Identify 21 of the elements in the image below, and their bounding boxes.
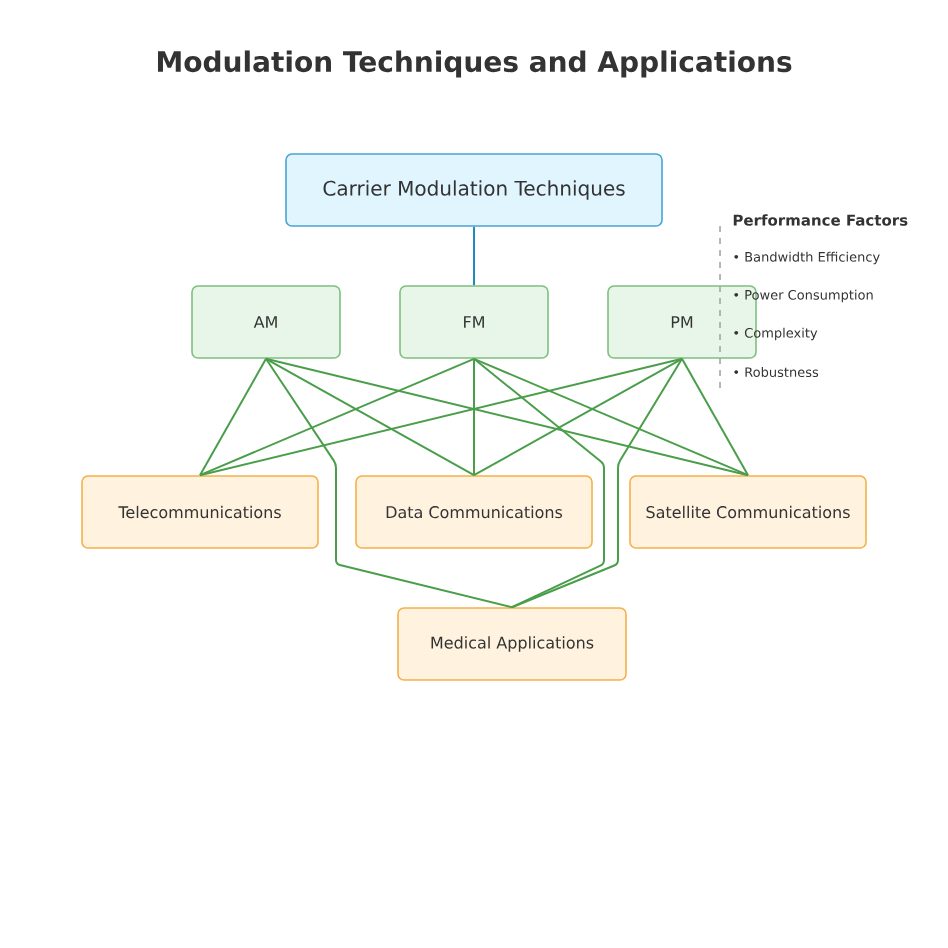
connector-line: [199, 357, 475, 477]
connector-line: [265, 357, 513, 609]
connector-line: [265, 357, 749, 477]
connector-line: [681, 357, 749, 477]
technique-box: FM: [399, 285, 549, 359]
connector-line: [265, 357, 475, 477]
application-box: Satellite Communications: [629, 475, 867, 549]
application-box: Data Communications: [355, 475, 593, 549]
connector-line: [473, 357, 605, 609]
connector-line: [199, 357, 267, 477]
category-box: Carrier Modulation Techniques: [285, 153, 663, 227]
technique-box: AM: [191, 285, 341, 359]
connector-line: [511, 357, 683, 609]
connector-line: [199, 357, 683, 477]
title: Modulation Techniques and Applications: [158, 50, 792, 78]
connector-line: [473, 225, 475, 287]
application-box: Telecommunications: [81, 475, 319, 549]
connector-line: [473, 357, 749, 477]
connector-line: [473, 357, 683, 477]
application-box: Medical Applications: [397, 607, 627, 681]
connector-line: [473, 357, 475, 477]
